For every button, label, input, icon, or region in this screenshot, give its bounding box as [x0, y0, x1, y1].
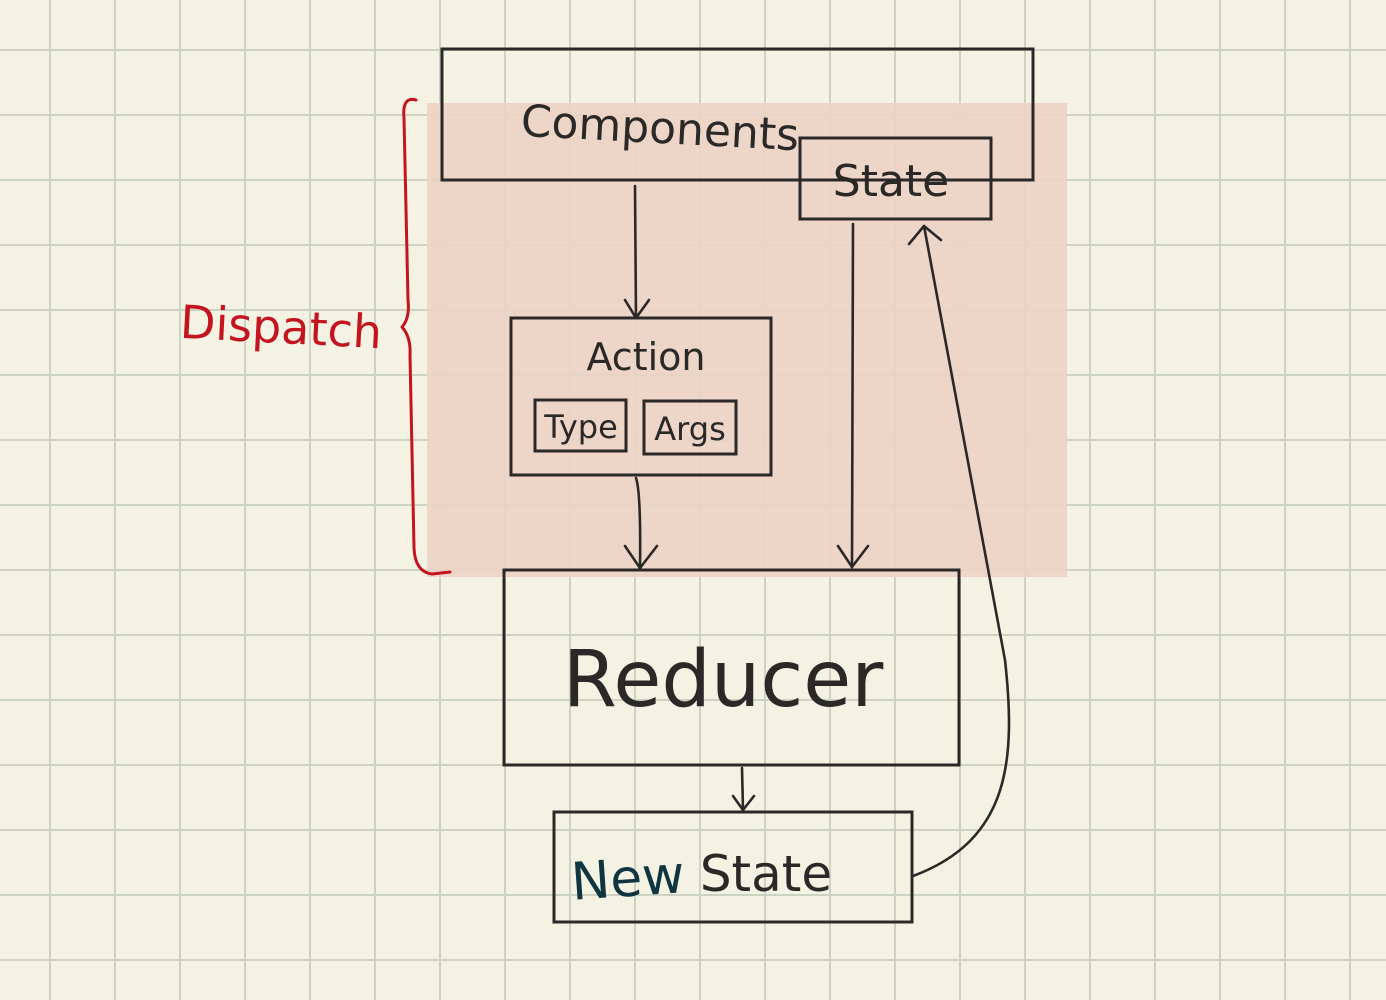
- args-box: [642, 399, 738, 456]
- action-box: [509, 316, 773, 477]
- arrow-new-state-to-state: [907, 224, 1011, 878]
- new-state-box: [552, 810, 914, 924]
- reducer-box: [502, 568, 961, 767]
- dispatch-brace: [400, 97, 452, 576]
- arrow-action-to-reducer: [623, 476, 659, 570]
- components-box: [440, 47, 1035, 182]
- arrow-components-to-action: [623, 184, 651, 320]
- new-state-word-label: State: [700, 845, 832, 903]
- arrow-state-to-reducer: [836, 222, 870, 569]
- reducer-label: Reducer: [563, 635, 885, 725]
- dispatch-label: Dispatch: [179, 295, 384, 360]
- state-label: State: [833, 156, 949, 207]
- new-word-label: New: [569, 845, 686, 913]
- action-label: Action: [586, 335, 705, 379]
- dispatch-region: [427, 103, 1067, 577]
- args-label: Args: [654, 410, 725, 448]
- type-box: [533, 398, 628, 453]
- state-box: [798, 136, 993, 221]
- type-label: Type: [543, 408, 618, 446]
- arrow-reducer-to-new-state: [731, 766, 756, 812]
